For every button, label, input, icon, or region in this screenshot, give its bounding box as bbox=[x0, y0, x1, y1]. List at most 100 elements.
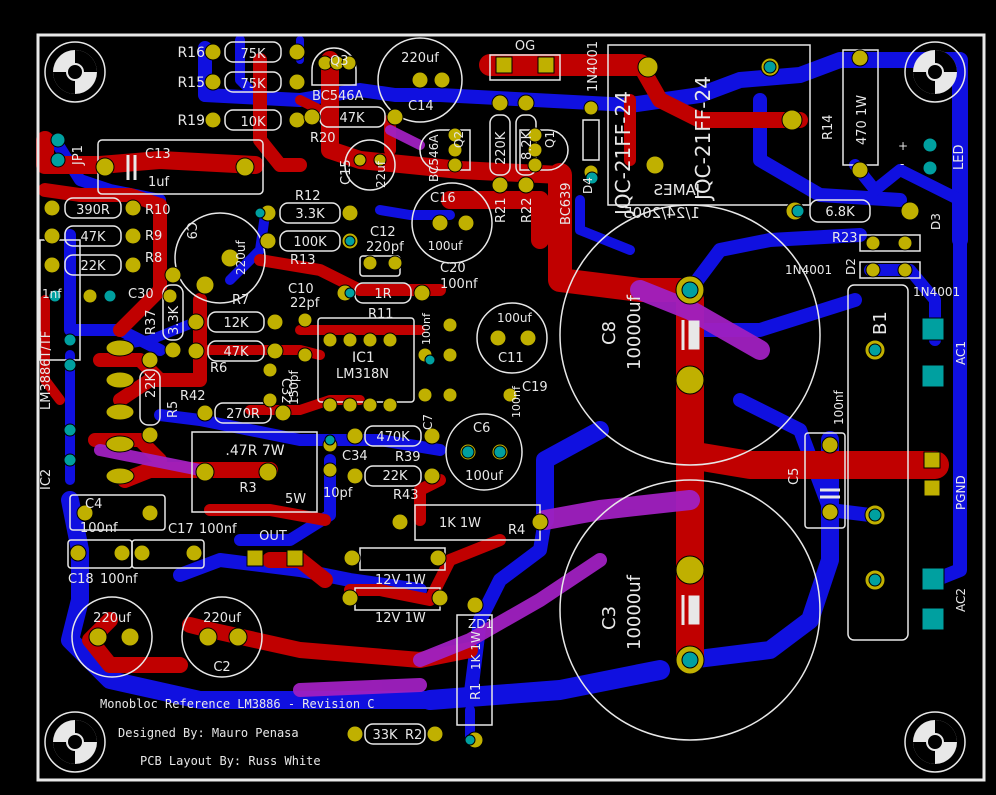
r14-ref: R14 bbox=[821, 114, 836, 140]
r7-value: 12K bbox=[223, 316, 249, 331]
mirrored-signature-2: 1/24/2005 bbox=[623, 204, 700, 222]
c13-ref: C13 bbox=[145, 147, 171, 162]
r5-value: 22K bbox=[144, 372, 159, 398]
r1-value: 1K 1W bbox=[469, 631, 483, 670]
r20-ref: R20 bbox=[310, 131, 336, 146]
c34-value: 10pf bbox=[323, 486, 353, 501]
c9-ref: C9 bbox=[183, 222, 198, 239]
r1-ref: R1 bbox=[469, 683, 484, 700]
d4-value: 1N4001 bbox=[586, 41, 601, 92]
pgnd-ref: PGND bbox=[954, 475, 968, 510]
c11-value: 100uf bbox=[497, 311, 533, 325]
r3-value: .47R 7W bbox=[225, 443, 284, 459]
c32-value: 150pf bbox=[287, 369, 301, 405]
c12-ref: C12 bbox=[370, 225, 396, 240]
cap-symbols bbox=[126, 155, 840, 625]
r16-value: 75K bbox=[240, 47, 266, 62]
c14-value: 220uf bbox=[401, 51, 439, 66]
d2-value: 1N4001 bbox=[785, 263, 832, 277]
r23-value: 6.8K bbox=[825, 205, 855, 220]
c30-value: 1nf bbox=[42, 287, 62, 301]
r2-ref: R2 bbox=[405, 728, 422, 743]
c10-value: 22pf bbox=[290, 296, 320, 311]
c19-ref: C19 bbox=[522, 380, 548, 395]
r9-value: 47K bbox=[80, 230, 106, 245]
c5-value: 100nf bbox=[832, 389, 846, 425]
c17-ref: C17 bbox=[168, 522, 194, 537]
ac1-ref: AC1 bbox=[954, 341, 968, 365]
ic1-value: LM318N bbox=[336, 367, 389, 382]
c4-value: 100nf bbox=[80, 521, 118, 536]
relay1-label: JQC-21FF-24 bbox=[611, 91, 635, 217]
c10-ref: C10 bbox=[288, 282, 314, 297]
ic1-ref: IC1 bbox=[352, 350, 375, 366]
r15-value: 75K bbox=[240, 77, 266, 92]
zd1-ref: ZD1 bbox=[468, 617, 493, 631]
r37-value: 3.3K bbox=[167, 305, 182, 335]
b1-ref: B1 bbox=[870, 311, 891, 335]
r10-ref: R10 bbox=[145, 203, 171, 218]
d2-ref: D2 bbox=[844, 258, 858, 275]
c34-ref: C34 bbox=[342, 449, 368, 464]
r42-ref: R42 bbox=[180, 389, 206, 404]
c30-ref: C30 bbox=[128, 287, 154, 302]
c11-ref: C11 bbox=[498, 351, 524, 366]
c13-value: 1uf bbox=[148, 175, 170, 190]
r23-ref: R23 bbox=[832, 231, 858, 246]
r8-ref: R8 bbox=[145, 251, 162, 266]
c18-ref: C18 bbox=[68, 572, 94, 587]
r2-value: 33K bbox=[372, 728, 398, 743]
overlap-layer bbox=[94, 125, 770, 697]
r22-value: 8.2K bbox=[520, 130, 535, 160]
c20-ref: C20 bbox=[440, 261, 466, 276]
r3-5w: 5W bbox=[285, 492, 306, 507]
r11-value: 1R bbox=[374, 287, 391, 302]
c5-ref: C5 bbox=[787, 468, 802, 485]
r43-value: 22K bbox=[382, 469, 408, 484]
r11-ref: R11 bbox=[368, 307, 394, 322]
d3-ref: D3 bbox=[929, 213, 943, 230]
ic2-ref: IC2 bbox=[39, 469, 54, 490]
r12-ref: R12 bbox=[295, 189, 321, 204]
c32-ref: C32 bbox=[278, 378, 293, 404]
q3-value: BC546A bbox=[312, 89, 364, 104]
r6-value: 47K bbox=[223, 345, 249, 360]
r4-ref: R4 bbox=[508, 523, 525, 538]
r9-ref: R9 bbox=[145, 229, 162, 244]
q1-value: BC639 bbox=[559, 182, 574, 225]
led-ref: LED bbox=[952, 145, 967, 170]
c16-value: 100uf bbox=[428, 239, 464, 253]
mounting-holes bbox=[53, 50, 957, 764]
r13-value: 100K bbox=[293, 235, 327, 250]
c2-ref: C2 bbox=[213, 660, 230, 675]
credit-designer: Designed By: Mauro Penasa bbox=[118, 726, 299, 740]
q2-ref: Q2 bbox=[452, 131, 466, 148]
c1-value: 220uf bbox=[93, 611, 131, 626]
r19-value: 10K bbox=[240, 115, 266, 130]
ac2-ref: AC2 bbox=[954, 588, 968, 612]
c4-ref: C4 bbox=[85, 497, 102, 512]
led-plus: + bbox=[898, 139, 908, 153]
r6-ref: R6 bbox=[210, 361, 227, 376]
q2-value: BC546A bbox=[427, 134, 441, 182]
c6-value: 100uf bbox=[465, 469, 503, 484]
c18-value: 100nf bbox=[100, 572, 138, 587]
r3-ref: R3 bbox=[239, 481, 256, 496]
r21-ref: R21 bbox=[494, 197, 509, 223]
c9-value: 220uf bbox=[234, 239, 248, 275]
pads bbox=[43, 43, 945, 749]
r43-ref: R43 bbox=[393, 488, 419, 503]
c12-value: 220pf bbox=[366, 240, 404, 255]
r14-value: 470 1W bbox=[855, 95, 870, 145]
c3-ref: C3 bbox=[599, 606, 620, 630]
relay2-label: JQC-21FF-24 bbox=[691, 76, 715, 202]
led-minus: - bbox=[900, 157, 904, 171]
r39-ref: R39 bbox=[395, 450, 421, 465]
r12-value: 3.3K bbox=[295, 207, 325, 222]
c6-ref: C6 bbox=[473, 421, 490, 436]
q1-ref: Q1 bbox=[543, 131, 557, 148]
og-ref: OG bbox=[515, 39, 535, 54]
r37-ref: R37 bbox=[144, 309, 159, 335]
r42-value: 270R bbox=[226, 407, 260, 422]
